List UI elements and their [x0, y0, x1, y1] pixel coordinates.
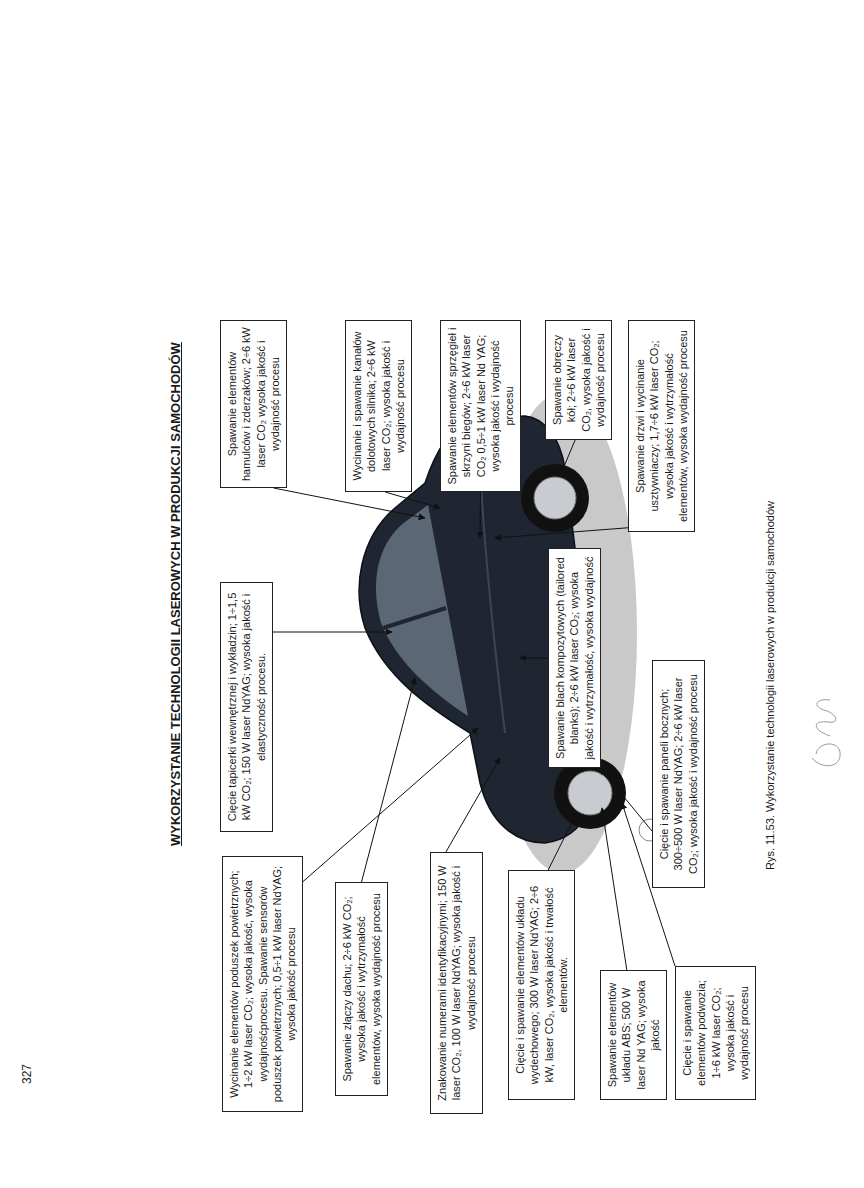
box-text: Cięcie tapicerki wewnętrznej i wykładzin…	[225, 589, 268, 825]
leader-line	[495, 528, 628, 538]
leader-line	[385, 492, 440, 508]
front-wheel	[521, 464, 589, 532]
info-box: Spawanie drzwi i wycinanie usztywniaczy;…	[628, 320, 695, 532]
info-box: Spawanie elementów hamulców i zderzaków;…	[220, 320, 287, 488]
leader-line	[273, 632, 392, 633]
info-box: Spawanie elementów układu ABS; 500 W las…	[600, 970, 667, 1100]
leader-line	[602, 808, 627, 970]
info-box: Spawanie złączy dachu; 2÷6 kW CO₂; wysok…	[335, 882, 388, 1096]
box-text: Cięcie i spawanie paneli bocznych; 300÷5…	[657, 667, 700, 881]
leader-line	[548, 816, 575, 870]
box-text: Spawanie elementów sprzęgieł i skrzyni b…	[445, 327, 516, 485]
box-text: Spawanie złączy dachu; 2÷6 kW CO₂; wysok…	[340, 889, 383, 1089]
box-text: Wycinanie i spawanie kanałów dolotowych …	[350, 327, 407, 485]
leader-line	[274, 488, 425, 518]
info-box: Cięcie i spawanie paneli bocznych; 300÷5…	[652, 660, 705, 888]
info-box: Cięcie tapicerki wewnętrznej i wykładzin…	[220, 582, 273, 832]
box-text: Wycinanie elementów poduszek powietrznyc…	[227, 863, 298, 1105]
info-box: Cięcie i spawanie elementów układu wydec…	[508, 870, 575, 1100]
box-text: Spawanie obręczy kół; 2÷6 kW laser CO₂, …	[550, 327, 607, 433]
info-box: Spawanie blach kompozytowych (tailored b…	[548, 548, 601, 768]
box-text: Cięcie i spawanie elementów układu wydec…	[513, 877, 570, 1093]
page-number: 327	[20, 1064, 34, 1084]
info-box: Spawanie obręczy kół; 2÷6 kW laser CO₂, …	[545, 320, 612, 440]
info-box: Znakowanie numerami identyfikacyjnymi; 1…	[430, 852, 483, 1114]
diagram-title: WYKORZYSTANIE TECHNOLOGII LASEROWYCH W P…	[168, 342, 183, 846]
leader-line	[480, 492, 482, 538]
front-rim	[534, 477, 576, 519]
box-text: Znakowanie numerami identyfikacyjnymi; 1…	[435, 859, 478, 1107]
box-text: Spawanie blach kompozytowych (tailored b…	[553, 555, 596, 761]
box-text: Cięcie i spawanie elementów podwozia; 1÷…	[680, 973, 751, 1093]
info-box: Wycinanie i spawanie kanałów dolotowych …	[345, 320, 412, 492]
rear-rim	[568, 771, 612, 815]
box-text: Spawanie elementów hamulców i zderzaków;…	[225, 327, 282, 481]
car-windows	[376, 505, 468, 716]
handwritten-scribble	[812, 700, 840, 766]
leader-line	[600, 768, 652, 831]
figure-caption: Rys. 11.53. Wykorzystanie technologii la…	[764, 501, 776, 870]
car-pillar	[383, 608, 446, 628]
info-box: Wycinanie elementów poduszek powietrznyc…	[222, 856, 303, 1112]
info-box: Spawanie elementów sprzęgieł i skrzyni b…	[440, 320, 521, 492]
box-text: Spawanie elementów układu ABS; 500 W las…	[605, 977, 662, 1093]
box-text: Spawanie drzwi i wycinanie usztywniaczy;…	[633, 327, 690, 525]
leader-line	[520, 658, 548, 659]
leader-line	[446, 758, 500, 852]
leader-line	[362, 678, 416, 882]
info-box: Cięcie i spawanie elementów podwozia; 1÷…	[675, 966, 756, 1100]
leader-line	[560, 440, 575, 476]
